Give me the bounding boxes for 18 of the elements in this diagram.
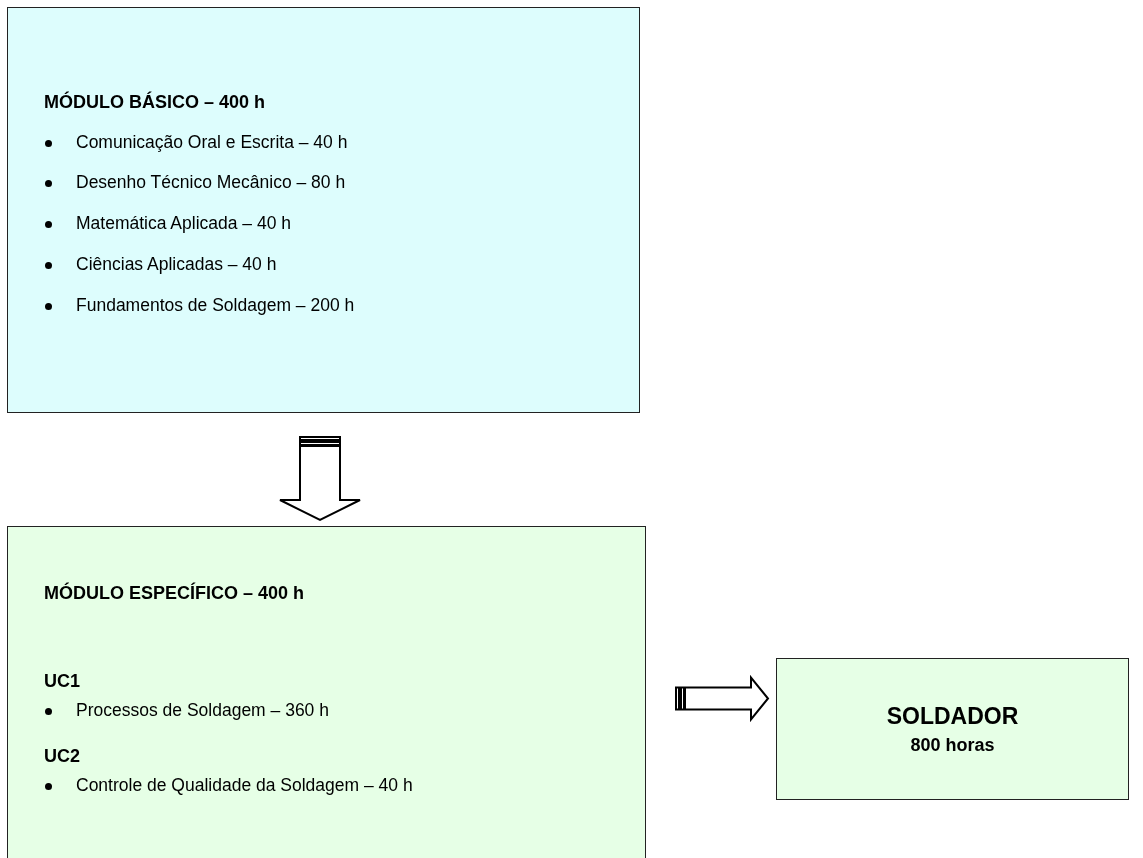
result-box — [776, 658, 1129, 800]
course-item: Controle de Qualidade da Soldagem – 40 h — [76, 775, 413, 796]
module-heading: MÓDULO ESPECÍFICO – 400 h — [44, 583, 305, 605]
course-title: SOLDADOR — [885, 703, 1020, 731]
course-item: Comunicação Oral e Escrita – 40 h — [76, 132, 348, 153]
course-item: Matemática Aplicada – 40 h — [76, 213, 291, 234]
block-arrow — [279, 436, 361, 522]
course-item: Fundamentos de Soldagem – 200 h — [76, 295, 355, 316]
course-item: Desenho Técnico Mecânico – 80 h — [76, 172, 346, 193]
block-arrow — [675, 674, 770, 723]
module-heading: MÓDULO BÁSICO – 400 h — [44, 92, 266, 114]
unit-heading: UC1 — [44, 671, 80, 693]
unit-heading: UC2 — [44, 746, 80, 768]
module-box — [7, 526, 646, 858]
course-item: Ciências Aplicadas – 40 h — [76, 254, 277, 275]
course-item: Processos de Soldagem – 360 h — [76, 700, 329, 721]
module-box — [7, 7, 640, 413]
module-heading: 800 horas — [909, 735, 996, 757]
